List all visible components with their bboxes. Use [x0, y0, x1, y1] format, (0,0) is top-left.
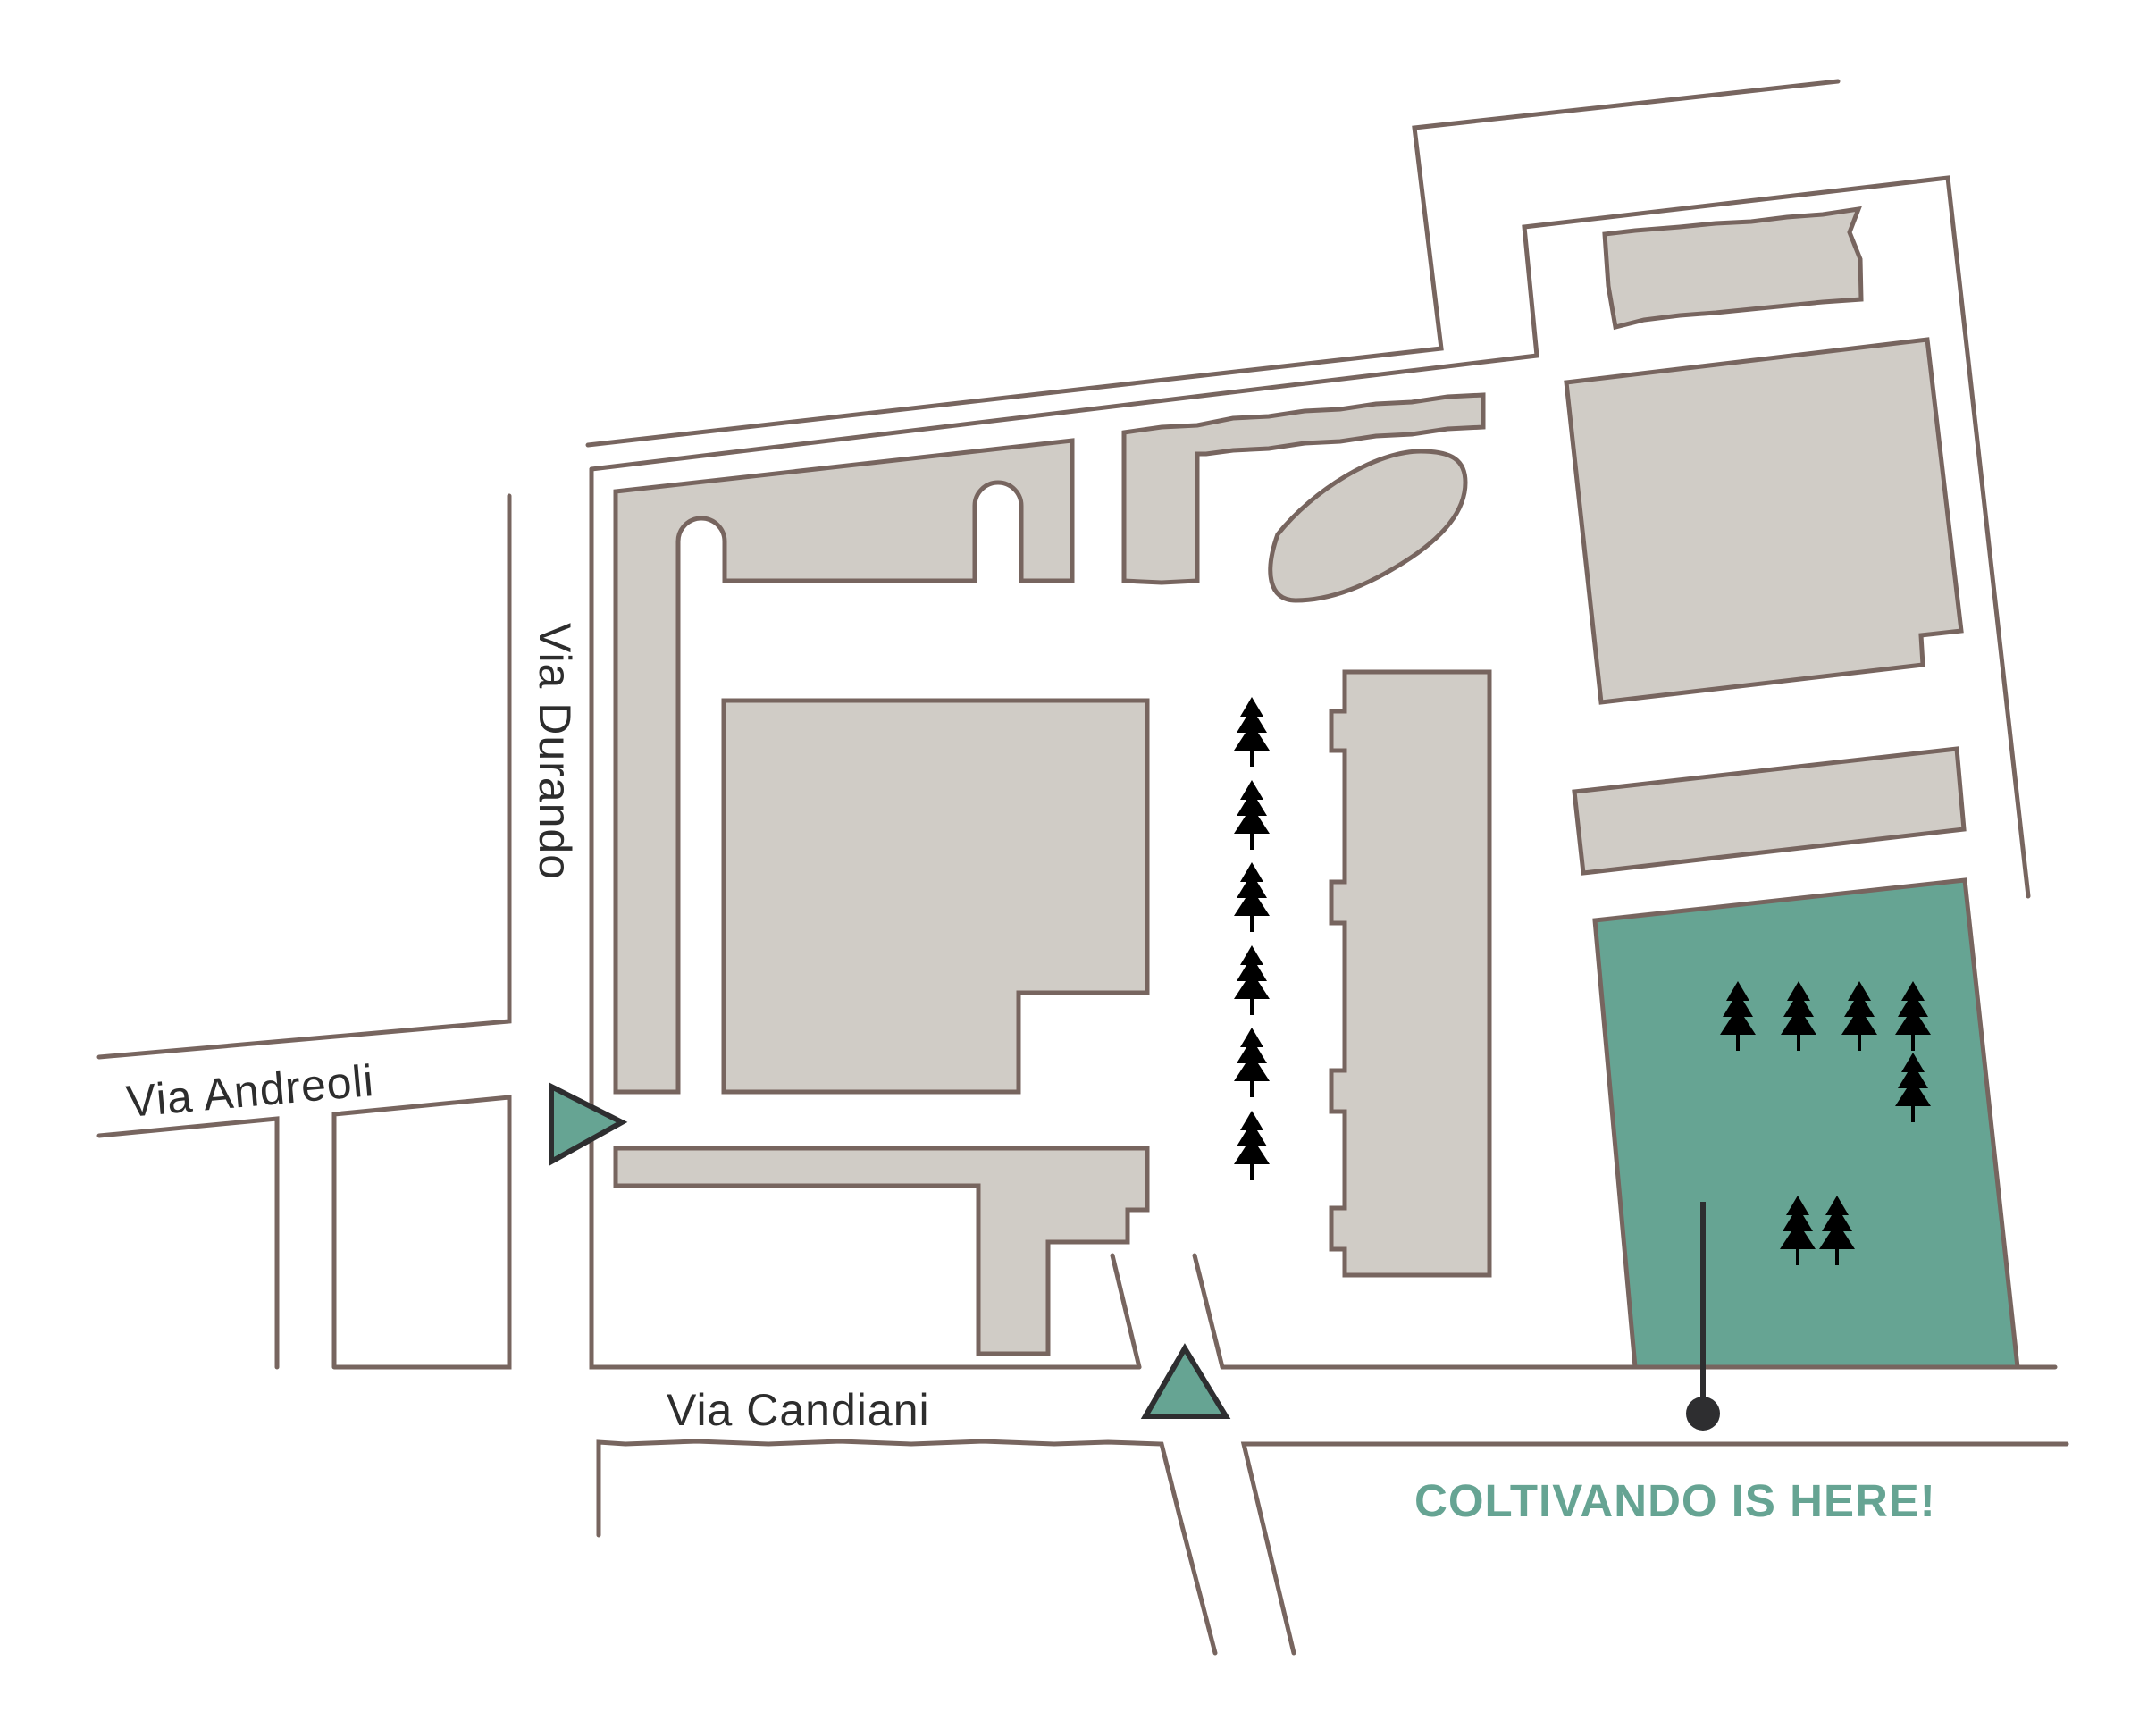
tree-icon: [1234, 1028, 1270, 1097]
road-durando-west-edge: [96, 493, 512, 1060]
road-cross-right: [1192, 1253, 1225, 1370]
coltivando-callout: COLTIVANDO IS HERE!: [1414, 1475, 1936, 1526]
road-block-west: [331, 1095, 512, 1370]
coltivando-park: [1592, 877, 2020, 1370]
triangle-entrance-icon: [549, 1082, 628, 1167]
building-north-east-large: [1564, 337, 1964, 705]
tree-icon: [1234, 1111, 1270, 1180]
road-lines: [96, 79, 2069, 1656]
tree-row-central: [1234, 697, 1270, 1180]
building-north-west-l: [613, 438, 1075, 1095]
road-campus-boundary: [589, 466, 1142, 1370]
road-andreoli-south-edge: [96, 1116, 280, 1370]
street-label-candiani: Via Candiani: [667, 1385, 930, 1435]
tree-icon: [1234, 862, 1270, 932]
road-cross-left: [1110, 1253, 1142, 1370]
tree-icon: [1234, 697, 1270, 767]
building-central-block: [721, 698, 1150, 1095]
street-label-durando: Via Durando: [530, 623, 580, 880]
building-north-east-strip: [1602, 206, 1864, 331]
tree-icon: [1234, 945, 1270, 1015]
location-pin-icon: [1686, 1202, 1720, 1431]
buildings: [613, 206, 1967, 1356]
building-south-l: [613, 1146, 1150, 1356]
road-candiani-south-edge-east: [1240, 1441, 2069, 1656]
building-east-long: [1329, 669, 1492, 1278]
road-north-inner-edge: [589, 175, 2031, 899]
building-oval: [1268, 449, 1468, 603]
road-candiani-south-edge-west: [596, 1439, 1218, 1656]
triangle-entrance-icon: [1140, 1343, 1231, 1419]
tree-icon: [1234, 780, 1270, 850]
building-east-thin: [1572, 746, 1967, 876]
building-north-strip: [1121, 392, 1486, 585]
road-north-edge: [585, 79, 1841, 448]
